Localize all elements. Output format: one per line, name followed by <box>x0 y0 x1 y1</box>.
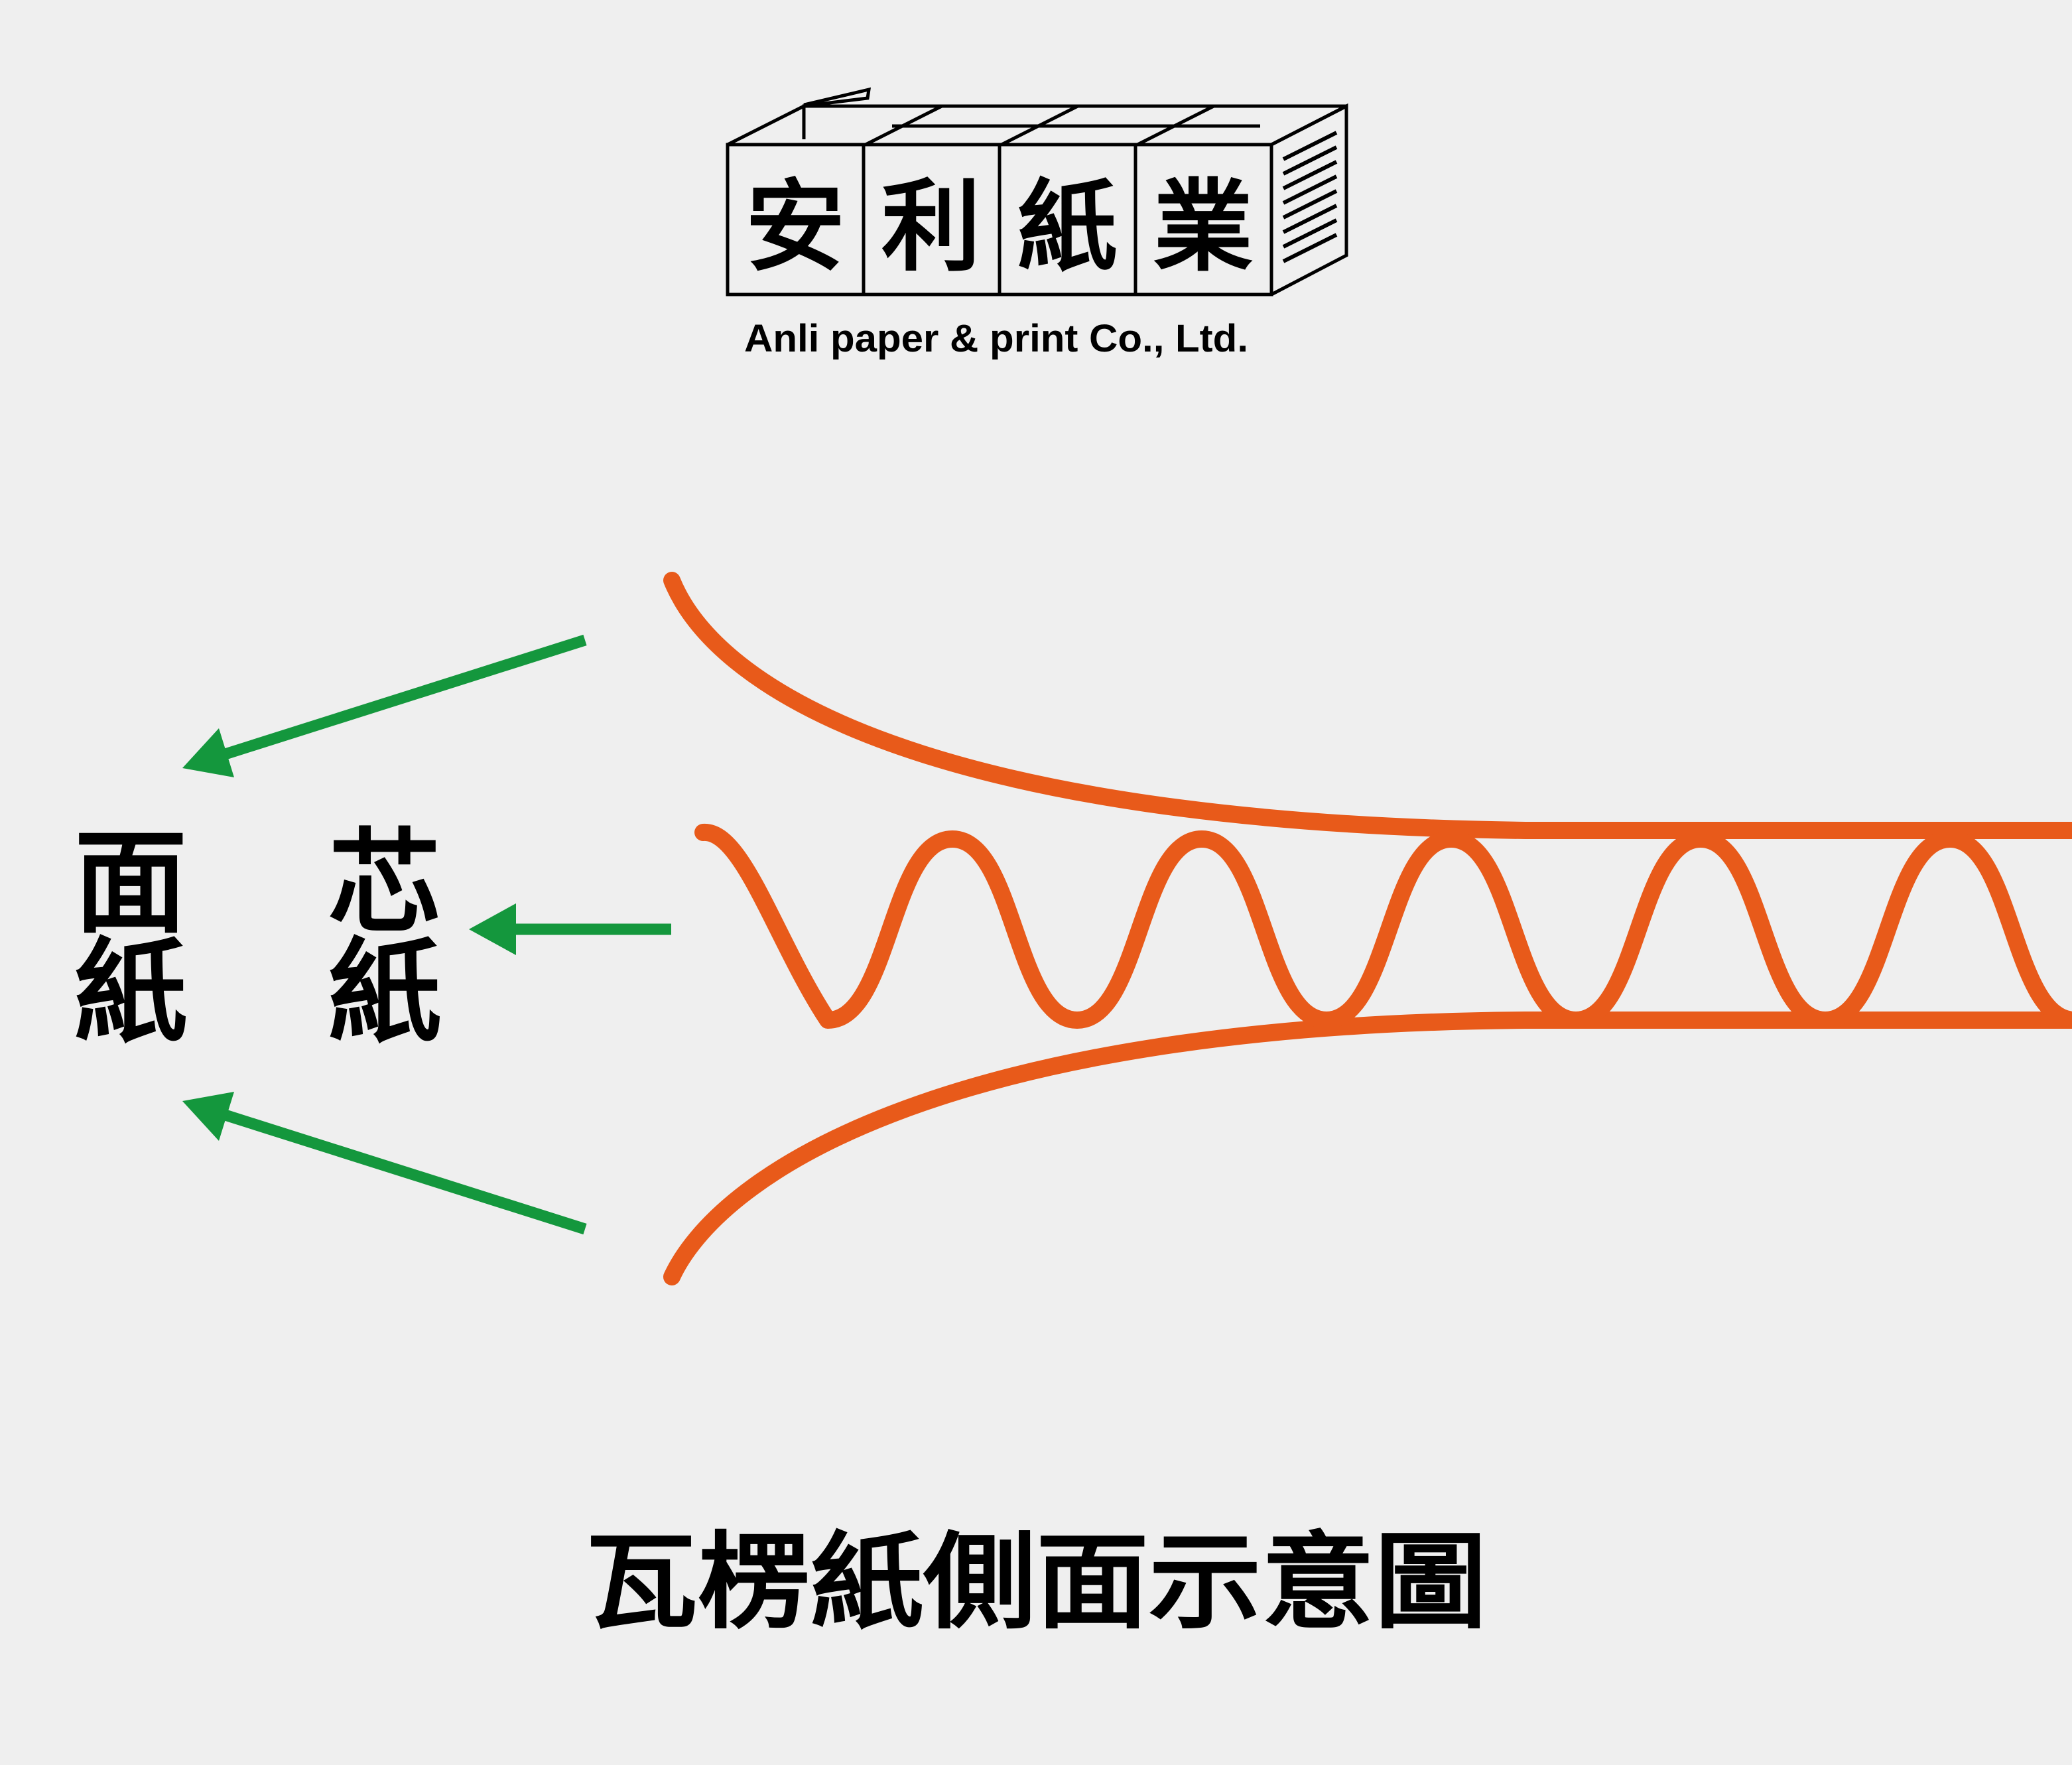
liner-label-char-2: 紙 <box>74 927 187 1059</box>
fluted-medium <box>694 824 2072 1029</box>
liner-label-char-1: 面 <box>74 818 187 949</box>
logo-subtitle: Anli paper & print Co., Ltd. <box>744 317 1248 360</box>
logo-char-4: 業 <box>1153 170 1253 285</box>
company-logo <box>726 87 1348 296</box>
logo-char-3: 紙 <box>1017 170 1117 285</box>
logo-box-side <box>1270 103 1348 296</box>
bottom-liner <box>663 1012 2072 1285</box>
logo-box-flap <box>802 87 872 108</box>
arrows <box>182 634 671 1235</box>
arrow-top-liner <box>182 634 587 777</box>
logo-box-stripes <box>1282 131 1338 263</box>
corrugated-board <box>663 572 2072 1285</box>
medium-label-char-1: 芯 <box>328 818 441 949</box>
arrow-bottom-liner <box>182 1092 587 1235</box>
logo-char-2: 利 <box>881 170 981 285</box>
top-liner <box>663 572 2072 839</box>
medium-label-char-2: 紙 <box>328 927 441 1059</box>
logo-char-1: 安 <box>745 170 845 285</box>
arrow-medium <box>469 903 671 955</box>
diagram-title: 瓦楞紙側面示意圖 <box>585 1522 1487 1644</box>
